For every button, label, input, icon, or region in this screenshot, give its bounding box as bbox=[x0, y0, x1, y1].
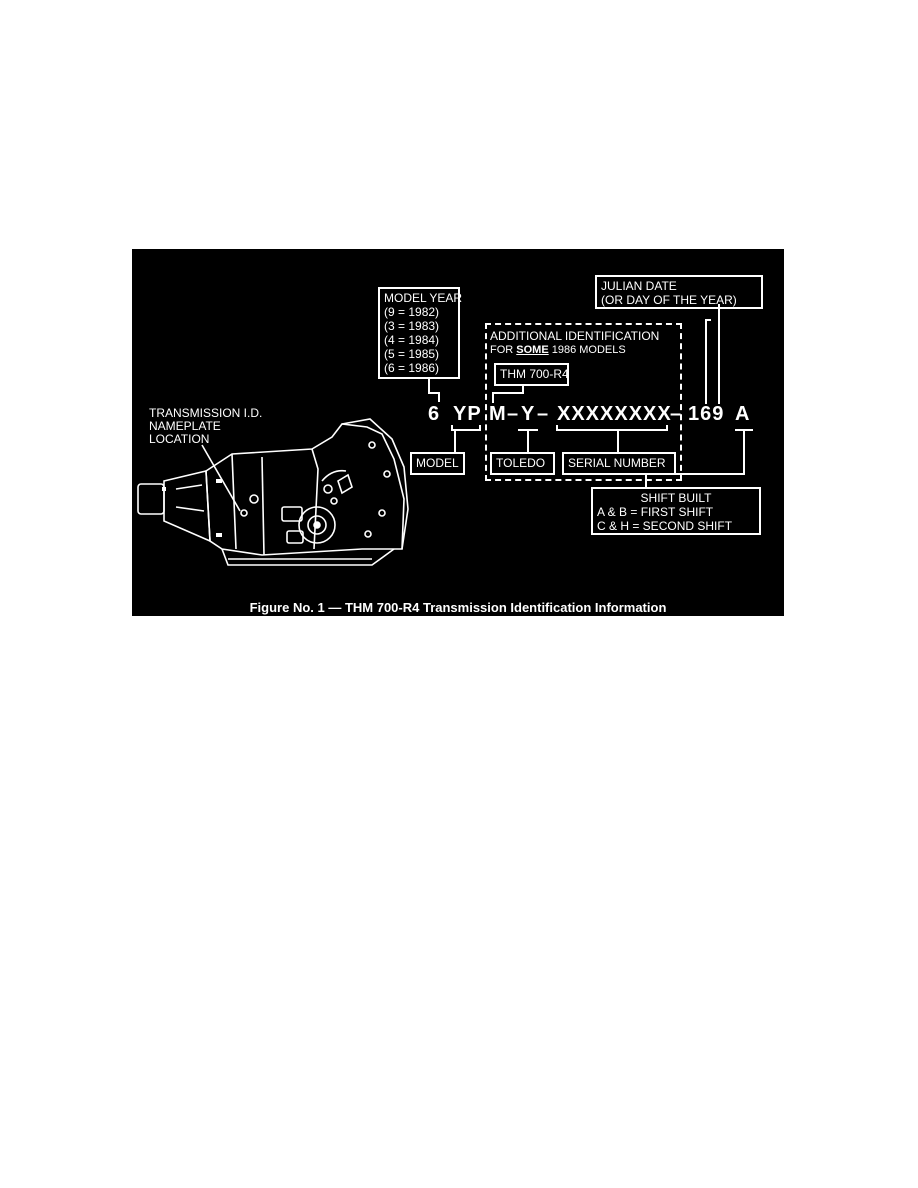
thm-connector bbox=[492, 392, 494, 403]
serial-connector bbox=[617, 430, 619, 452]
toledo-connector bbox=[527, 430, 529, 452]
additional-id-line2: FOR SOME 1986 MODELS bbox=[490, 343, 626, 357]
julian-connector-2 bbox=[718, 304, 720, 404]
additional-id-line1: ADDITIONAL IDENTIFICATION bbox=[490, 329, 660, 343]
shift-built-title: SHIFT BUILT bbox=[640, 491, 712, 505]
additional-id-box bbox=[485, 323, 682, 481]
code-plant-letter: M bbox=[489, 403, 507, 425]
shift-connector bbox=[743, 430, 745, 474]
additional-id-prefix: FOR bbox=[490, 344, 517, 356]
shift-built-line1: A & B = FIRST SHIFT bbox=[597, 505, 714, 519]
figure-panel: MODEL YEAR (9 = 1982) (3 = 1983) (4 = 19… bbox=[132, 249, 784, 616]
code-dash-3: – bbox=[670, 403, 683, 425]
transmission-illustration bbox=[137, 418, 409, 566]
nameplate-label-line2: NAMEPLATE bbox=[149, 419, 221, 433]
model-year-line: (3 = 1983) bbox=[384, 319, 440, 333]
julian-date-box: JULIAN DATE (OR DAY OF THE YEAR) bbox=[595, 275, 763, 309]
code-model: YP bbox=[453, 403, 482, 425]
additional-id-suffix: 1986 MODELS bbox=[548, 344, 626, 356]
model-bracket-r bbox=[479, 425, 481, 431]
model-year-line: (4 = 1984) bbox=[384, 333, 440, 347]
code-serial: XXXXXXXX bbox=[557, 403, 672, 425]
model-year-box: MODEL YEAR (9 = 1982) (3 = 1983) (4 = 19… bbox=[378, 287, 463, 379]
code-dash-1: – bbox=[507, 403, 520, 425]
nameplate-label-line1: TRANSMISSION I.D. bbox=[149, 406, 263, 420]
serial-number-box: SERIAL NUMBER bbox=[562, 452, 676, 475]
julian-connector-h bbox=[707, 319, 711, 321]
code-julian: 169 bbox=[688, 403, 725, 425]
model-box: MODEL bbox=[410, 452, 465, 475]
nameplate-label: TRANSMISSION I.D. NAMEPLATE LOCATION bbox=[149, 407, 262, 446]
shift-built-box: SHIFT BUILT A & B = FIRST SHIFT C & H = … bbox=[591, 487, 761, 535]
serial-bracket bbox=[556, 429, 668, 431]
additional-id-emphasis: SOME bbox=[516, 344, 549, 356]
code-shift: A bbox=[735, 403, 751, 425]
model-year-line: (6 = 1986) bbox=[384, 361, 440, 375]
thm-box: THM 700-R4 bbox=[494, 363, 569, 386]
julian-connector bbox=[705, 319, 707, 404]
model-year-connector bbox=[428, 378, 430, 393]
model-bracket bbox=[451, 429, 481, 431]
thm-connector-v bbox=[522, 385, 524, 394]
model-year-title: MODEL YEAR bbox=[384, 291, 463, 305]
toledo-box: TOLEDO bbox=[490, 452, 555, 475]
julian-date-line2: (OR DAY OF THE YEAR) bbox=[601, 293, 737, 307]
code-dash-2: – bbox=[537, 403, 550, 425]
model-year-line: (9 = 1982) bbox=[384, 305, 440, 319]
nameplate-label-line3: LOCATION bbox=[149, 432, 210, 446]
model-year-line: (5 = 1985) bbox=[384, 347, 440, 361]
model-bracket-l bbox=[451, 425, 453, 431]
model-year-connector-v bbox=[438, 392, 440, 402]
shift-connector-h bbox=[645, 473, 745, 475]
model-connector bbox=[454, 430, 456, 452]
model-year-connector-h bbox=[428, 392, 440, 394]
serial-bracket-l bbox=[556, 425, 558, 431]
thm-connector-h bbox=[492, 392, 524, 394]
shift-built-line2: C & H = SECOND SHIFT bbox=[597, 519, 733, 533]
code-year-digit: 6 bbox=[428, 403, 441, 425]
code-y-letter: Y bbox=[521, 403, 536, 425]
serial-bracket-r bbox=[666, 425, 668, 431]
julian-date-line1: JULIAN DATE bbox=[601, 279, 677, 293]
figure-caption: Figure No. 1 — THM 700-R4 Transmission I… bbox=[249, 600, 667, 615]
